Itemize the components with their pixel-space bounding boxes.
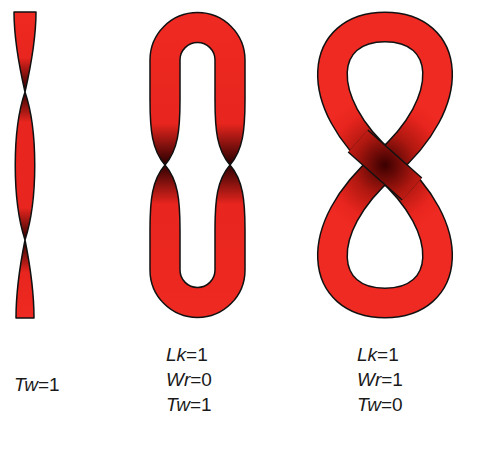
quantity-label: Lk=1 xyxy=(166,343,208,367)
loop-lower-half xyxy=(150,165,245,318)
quantity-label: Wr=1 xyxy=(357,368,403,392)
quantity-label: Tw=1 xyxy=(166,393,212,417)
quantity-label: Tw=1 xyxy=(14,373,60,397)
figure-eight-band xyxy=(332,27,437,303)
crossing-outline xyxy=(358,141,412,189)
crossing-band xyxy=(358,141,412,189)
quantity-label: Lk=1 xyxy=(357,343,399,367)
quantity-label: Tw=0 xyxy=(357,393,403,417)
loop-upper-half xyxy=(150,13,245,166)
figure-eight-outline xyxy=(332,27,437,303)
quantity-label: Wr=0 xyxy=(166,368,212,392)
twisted-strip xyxy=(14,12,36,318)
